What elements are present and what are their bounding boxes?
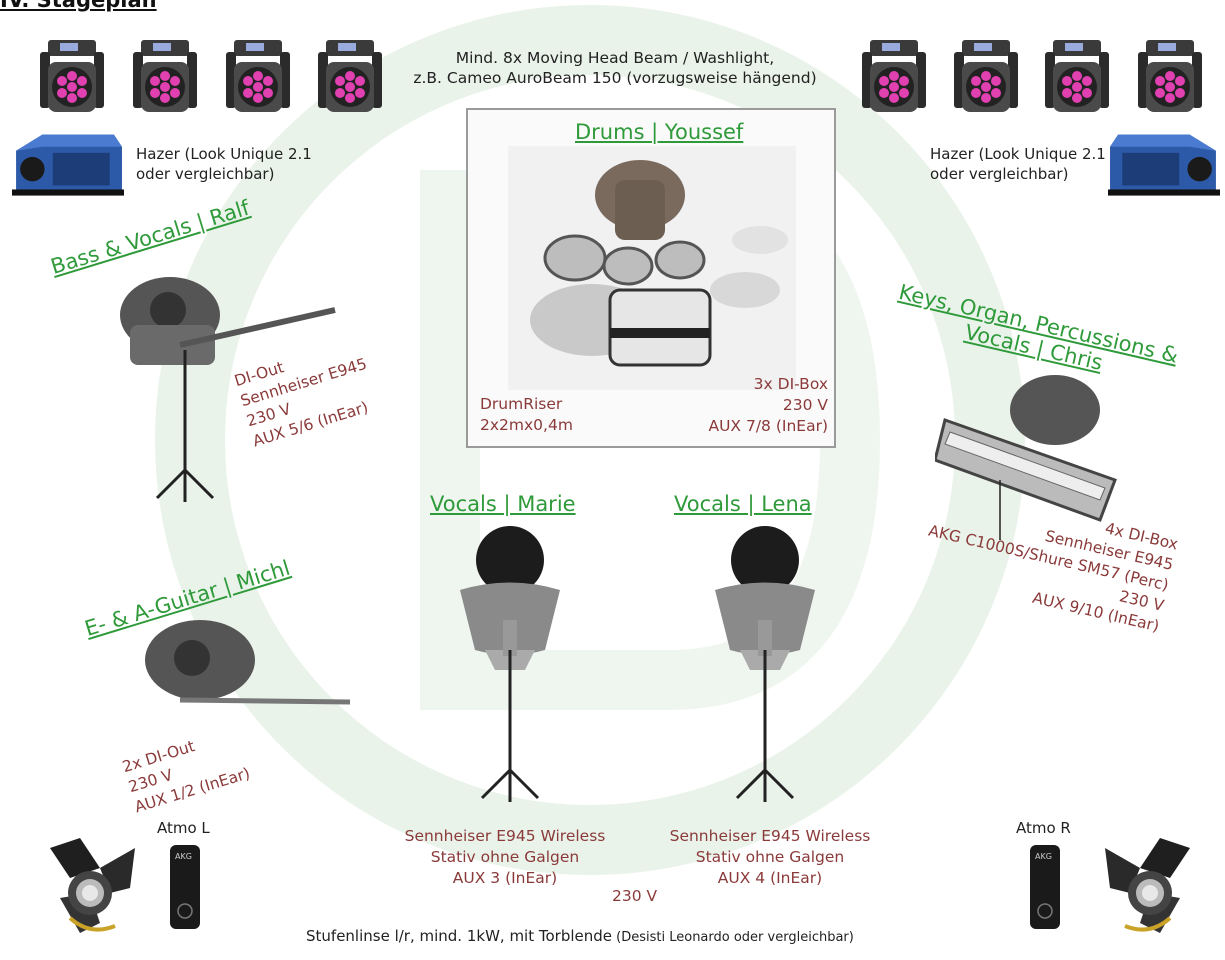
power-center-label: 230 V bbox=[612, 887, 658, 905]
marie-spec-line: AUX 3 (InEar) bbox=[452, 869, 558, 887]
moving-head-icon bbox=[1045, 40, 1109, 112]
marie-label: Vocals | Marie bbox=[430, 492, 576, 516]
bass-player-figure bbox=[120, 277, 336, 504]
moving-head-icon bbox=[862, 40, 926, 112]
lena-spec: Sennheiser E945 Wireless Stativ ohne Gal… bbox=[650, 826, 890, 889]
footer-text: Stufenlinse l/r, mind. 1kW, mit Torblend… bbox=[306, 926, 854, 948]
moving-head-icon bbox=[1138, 40, 1202, 112]
fresnel-spot-icon bbox=[48, 838, 137, 935]
drum-riser-text: DrumRiser 2x2mx0,4m bbox=[480, 394, 573, 436]
lights-line: Mind. 8x Moving Head Beam / Washlight, bbox=[455, 49, 775, 67]
drummer-figure bbox=[530, 160, 788, 367]
drum-riser-line: DrumRiser bbox=[480, 395, 563, 413]
moving-head-icon bbox=[133, 40, 197, 112]
marie-spec-line: Sennheiser E945 Wireless bbox=[404, 827, 606, 845]
lena-label: Vocals | Lena bbox=[674, 492, 812, 516]
drums-spec-line: 3x DI-Box bbox=[753, 375, 828, 393]
lena-figure bbox=[715, 526, 815, 804]
marie-spec: Sennheiser E945 Wireless Stativ ohne Gal… bbox=[385, 826, 625, 889]
marie-spec-line: Stativ ohne Galgen bbox=[430, 848, 580, 866]
mic-brand: AKG bbox=[175, 852, 192, 861]
moving-head-icon bbox=[40, 40, 104, 112]
hazer-line: oder vergleichbar) bbox=[930, 165, 1069, 183]
footer-note: (Desisti Leonardo oder vergleichbar) bbox=[612, 930, 854, 945]
drums-label: Drums | Youssef bbox=[575, 120, 744, 144]
mic-brand: AKG bbox=[1035, 852, 1052, 861]
hazer-right-text: Hazer (Look Unique 2.1 oder vergleichbar… bbox=[930, 144, 1106, 184]
hazer-left-text: Hazer (Look Unique 2.1 oder vergleichbar… bbox=[136, 144, 312, 184]
keys-player-figure bbox=[935, 375, 1117, 540]
drums-spec-line: 230 V bbox=[782, 396, 828, 414]
hazer-line: Hazer (Look Unique 2.1 bbox=[930, 145, 1106, 163]
fresnel-spot-icon bbox=[1103, 838, 1192, 935]
atmo-right-label: Atmo R bbox=[1016, 819, 1071, 837]
marie-figure bbox=[460, 526, 560, 804]
drums-spec-line: AUX 7/8 (InEar) bbox=[708, 417, 828, 435]
lena-spec-line: AUX 4 (InEar) bbox=[717, 869, 823, 887]
lights-line: z.B. Cameo AuroBeam 150 (vorzugsweise hä… bbox=[413, 69, 817, 87]
hazer-line: Hazer (Look Unique 2.1 bbox=[136, 145, 312, 163]
guitar-player-figure bbox=[145, 620, 351, 705]
atmo-left-label: Atmo L bbox=[157, 819, 210, 837]
moving-head-icon bbox=[954, 40, 1018, 112]
hazer-icon bbox=[12, 134, 124, 196]
page-title: IV. Stageplan bbox=[0, 0, 157, 12]
moving-head-icon bbox=[226, 40, 290, 112]
drum-riser-line: 2x2mx0,4m bbox=[480, 416, 573, 434]
lena-spec-line: Sennheiser E945 Wireless bbox=[669, 827, 871, 845]
hazer-line: oder vergleichbar) bbox=[136, 165, 275, 183]
drums-spec: 3x DI-Box 230 V AUX 7/8 (InEar) bbox=[640, 374, 828, 437]
footer-main: Stufenlinse l/r, mind. 1kW, mit Torblend… bbox=[306, 927, 613, 945]
moving-head-icon bbox=[318, 40, 382, 112]
lights-text: Mind. 8x Moving Head Beam / Washlight, z… bbox=[400, 48, 830, 88]
lena-spec-line: Stativ ohne Galgen bbox=[695, 848, 845, 866]
hazer-icon bbox=[1108, 134, 1220, 196]
